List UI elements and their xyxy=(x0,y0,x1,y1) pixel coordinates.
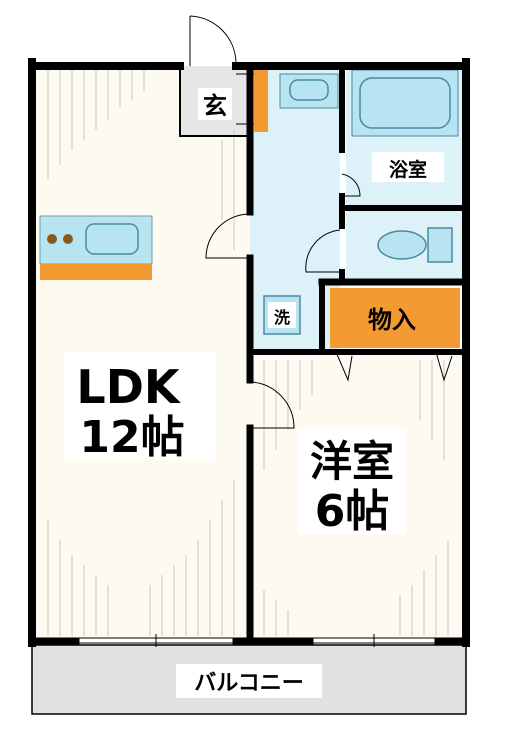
balcony-label-bg xyxy=(176,664,322,698)
entrance-label: 玄 xyxy=(203,92,227,120)
stove-burner-icon xyxy=(63,234,73,244)
washer-label: 洗 xyxy=(274,308,290,327)
washer-label-bg xyxy=(268,302,296,328)
bath-label-bg xyxy=(372,152,444,182)
stove-burner-icon xyxy=(47,234,57,244)
toilet-bowl-icon xyxy=(377,230,427,260)
entrance-accent xyxy=(254,66,268,132)
storage-label: 物入 xyxy=(368,306,416,334)
toilet-tank-icon xyxy=(427,227,453,263)
kitchen-sink-icon xyxy=(85,223,139,255)
bath-label: 浴室 xyxy=(389,158,427,181)
western-label-bg xyxy=(298,428,406,534)
walls xyxy=(28,58,470,647)
kitchen-counter-edge xyxy=(40,264,152,280)
storage-closet xyxy=(330,288,460,348)
bathtub-inner-icon xyxy=(359,77,451,129)
western-room-size: 6帖 xyxy=(315,486,390,537)
western-room-name: 洋室 xyxy=(310,437,394,486)
ldk-hatch xyxy=(47,70,235,636)
western-hatch xyxy=(263,360,449,636)
ldk-room-size: 12帖 xyxy=(79,412,184,463)
washbasin-bowl-icon xyxy=(289,79,329,101)
windows xyxy=(76,634,438,647)
ldk-room-name: LDK xyxy=(76,360,181,414)
ldk-label-bg xyxy=(64,352,216,460)
doors xyxy=(189,15,453,429)
entrance-label-bg xyxy=(198,88,232,120)
balcony-label: バルコニー xyxy=(194,671,304,696)
